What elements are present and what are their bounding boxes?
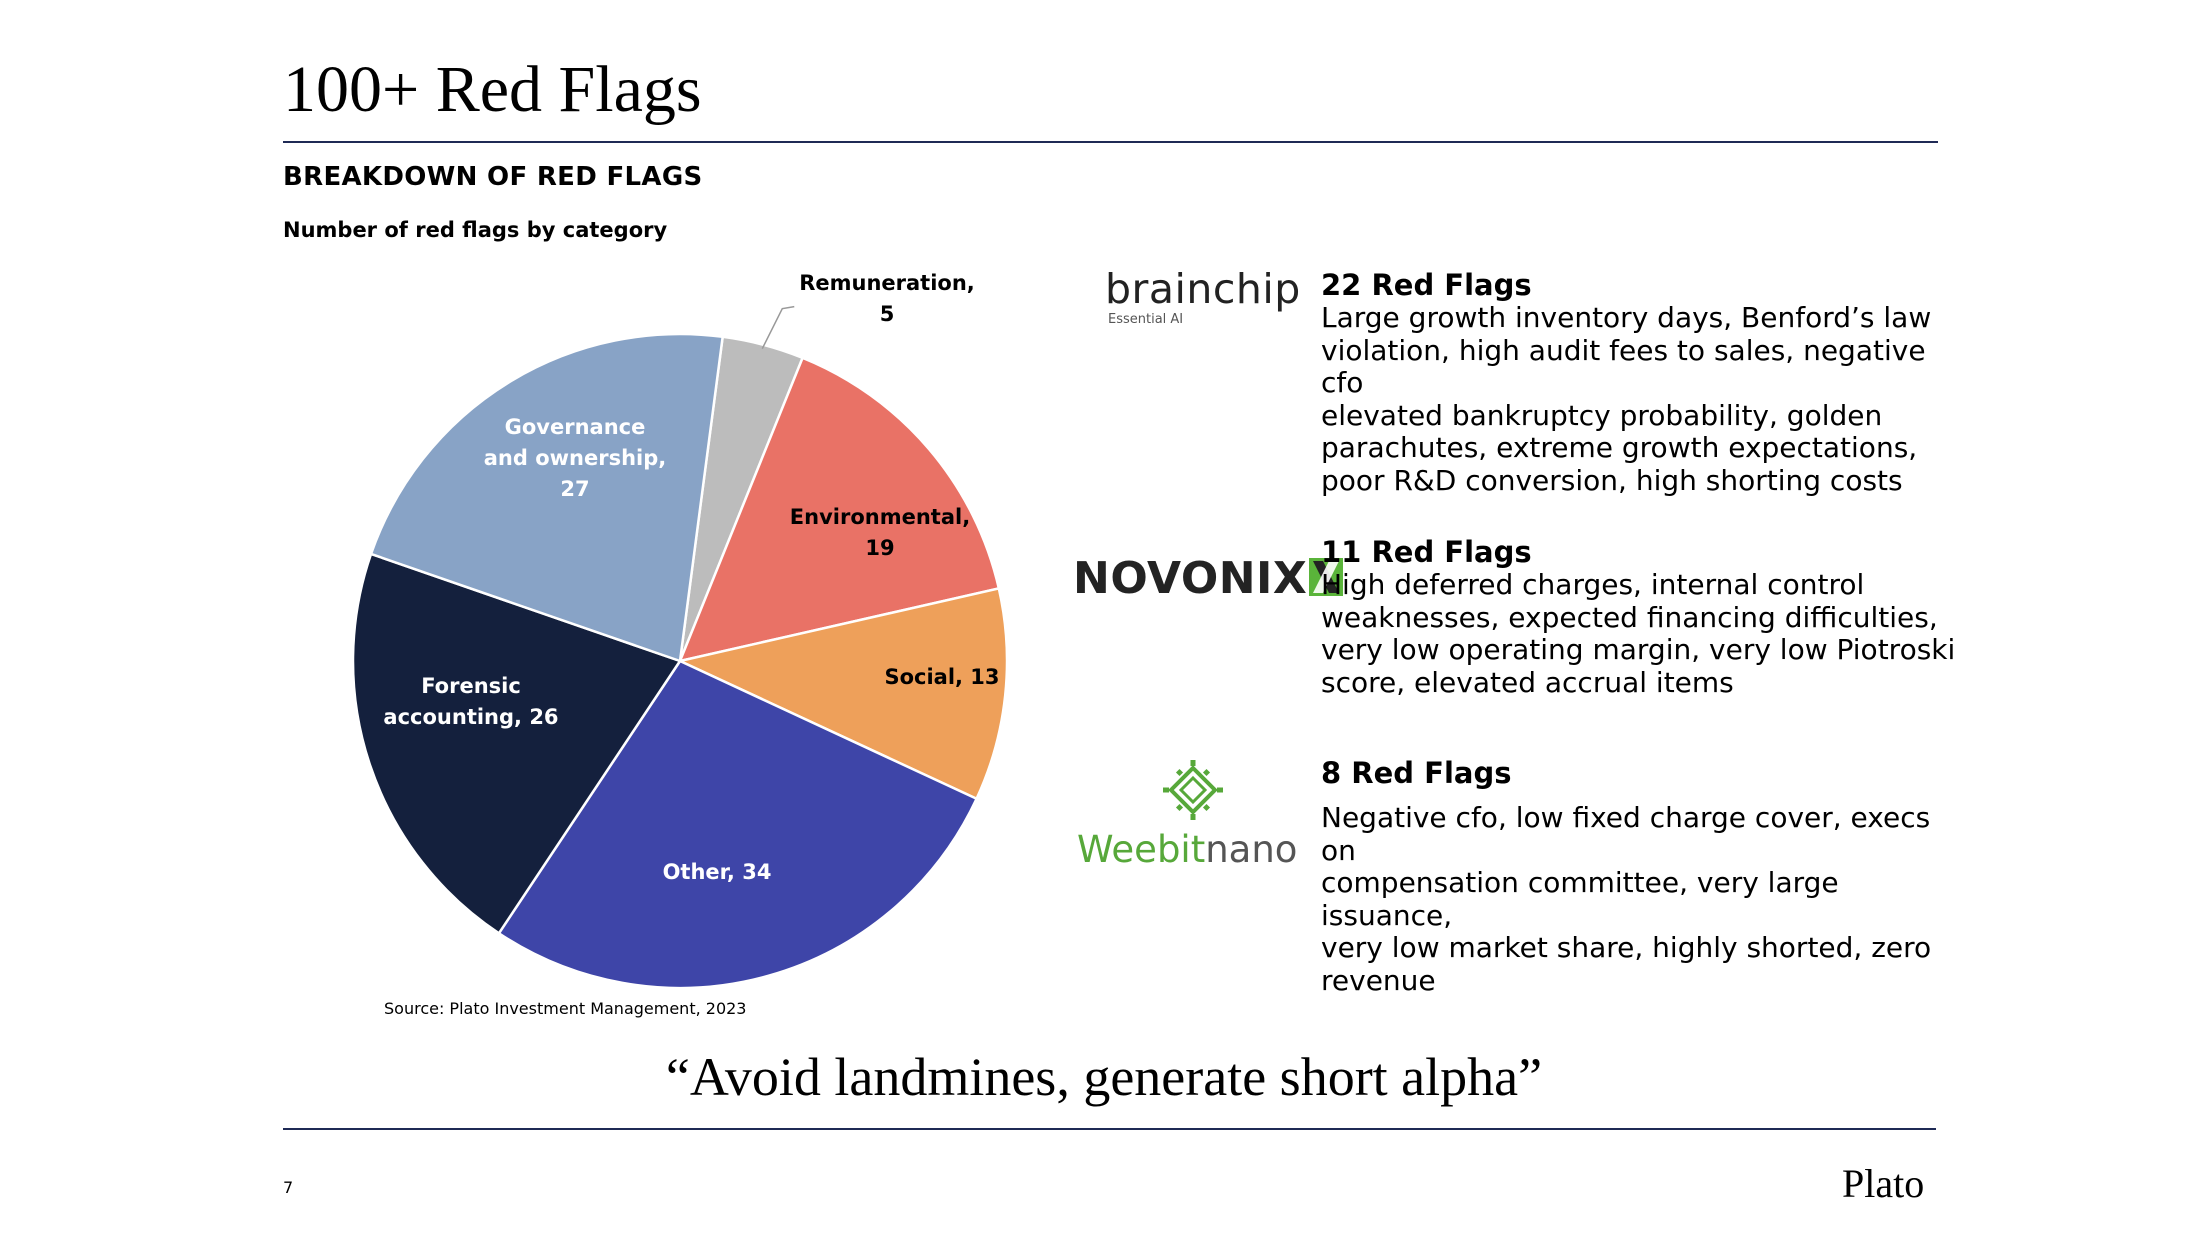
description-line: poor R&D conversion, high shorting costs (1321, 463, 1903, 497)
company-brainchip: 22 Red Flags Large growth inventory days… (1321, 268, 1961, 497)
slide-title: 100+ Red Flags (283, 53, 702, 126)
company-novonix: 11 Red Flags High deferred charges, inte… (1321, 535, 1961, 699)
company-weebit-nano: 8 Red Flags Negative cfo, low fixed char… (1321, 756, 1961, 997)
pie-slice (351, 552, 682, 936)
description-line: High deferred charges, internal control (1321, 568, 1865, 601)
novonix-logo: NOVONIX (1073, 553, 1344, 604)
slice-label: Forensic accounting, 26 (383, 674, 558, 729)
top-divider (283, 141, 1938, 143)
slice-label: Environmental, 19 (790, 505, 970, 560)
description-line: parachutes, extreme growth expectations, (1321, 431, 1918, 464)
pie-slice (369, 332, 725, 663)
slice-label-line: Social, 13 (884, 665, 999, 689)
red-flag-description: Large growth inventory days, Benford’s l… (1321, 301, 1961, 497)
red-flag-description: Negative cfo, low fixed charge cover, ex… (1321, 801, 1961, 997)
pie-slice (497, 659, 979, 990)
description-line: very low market share, highly shorted, z… (1321, 931, 1932, 964)
description-line: Negative cfo, low fixed charge cover, ex… (1321, 801, 1931, 867)
slice-label-line: Other, 34 (663, 860, 772, 884)
pie-slice (677, 356, 1001, 663)
page-number: 7 (283, 1178, 294, 1197)
novonix-logo-word: NOVONIX (1073, 553, 1308, 604)
description-line: elevated bankruptcy probability, golden (1321, 398, 1883, 432)
slice-label: Governance and ownership, 27 (484, 415, 667, 501)
red-flag-count: 22 Red Flags (1321, 268, 1532, 302)
description-line: weaknesses, expected financing difficult… (1321, 600, 1938, 634)
slice-label-line: 27 (560, 477, 589, 501)
description-line: very low operating margin, very low Piot… (1321, 633, 1956, 666)
red-flag-count: 8 Red Flags (1321, 756, 1512, 790)
slice-label-line: Forensic (421, 674, 521, 698)
weebit-logo-word-b: nano (1205, 828, 1298, 871)
brainchip-logo-tagline: Essential AI (1108, 312, 1184, 327)
slice-label: Social, 13 (884, 665, 999, 689)
slice-label-line: and ownership, (484, 446, 667, 470)
chart-source: Source: Plato Investment Management, 202… (384, 999, 747, 1018)
slice-label-line: Governance (505, 415, 646, 439)
chip-icon (1163, 760, 1223, 820)
slice-label-line: Remuneration, (799, 271, 975, 295)
weebit-logo-word: Weebitnano (1077, 828, 1297, 872)
description-line: violation, high audit fees to sales, neg… (1321, 333, 1926, 399)
description-line: compensation committee, very large issua… (1321, 866, 1839, 932)
description-line: revenue (1321, 963, 1436, 997)
plato-brand: Plato (1842, 1161, 1925, 1206)
brainchip-logo-word: brainchip (1105, 265, 1301, 313)
section-heading: BREAKDOWN OF RED FLAGS (283, 162, 703, 192)
description-line: score, elevated accrual items (1321, 665, 1734, 699)
red-flag-count: 11 Red Flags (1321, 535, 1532, 569)
pie-slice (676, 586, 1009, 801)
slice-label: Remuneration, 5 (799, 271, 975, 326)
chart-subtitle: Number of red flags by category (283, 218, 668, 242)
slice-label-line: accounting, 26 (383, 705, 558, 729)
slice-label: Other, 34 (663, 860, 772, 884)
brainchip-logo: brainchip Essential AI (1105, 265, 1301, 328)
weebit-logo-word-a: Weebit (1077, 828, 1206, 871)
leader-line (761, 305, 795, 349)
slice-label-line: Environmental, (790, 505, 970, 529)
description-line: Large growth inventory days, Benford’s l… (1321, 301, 1932, 334)
novonix-x-icon (1309, 558, 1344, 601)
slice-label-line: 19 (865, 536, 894, 560)
red-flag-description: High deferred charges, internal control … (1321, 568, 1961, 699)
bottom-divider (283, 1128, 1936, 1130)
slice-label-line: 5 (880, 302, 895, 326)
quote: “Avoid landmines, generate short alpha” (665, 1047, 1543, 1107)
